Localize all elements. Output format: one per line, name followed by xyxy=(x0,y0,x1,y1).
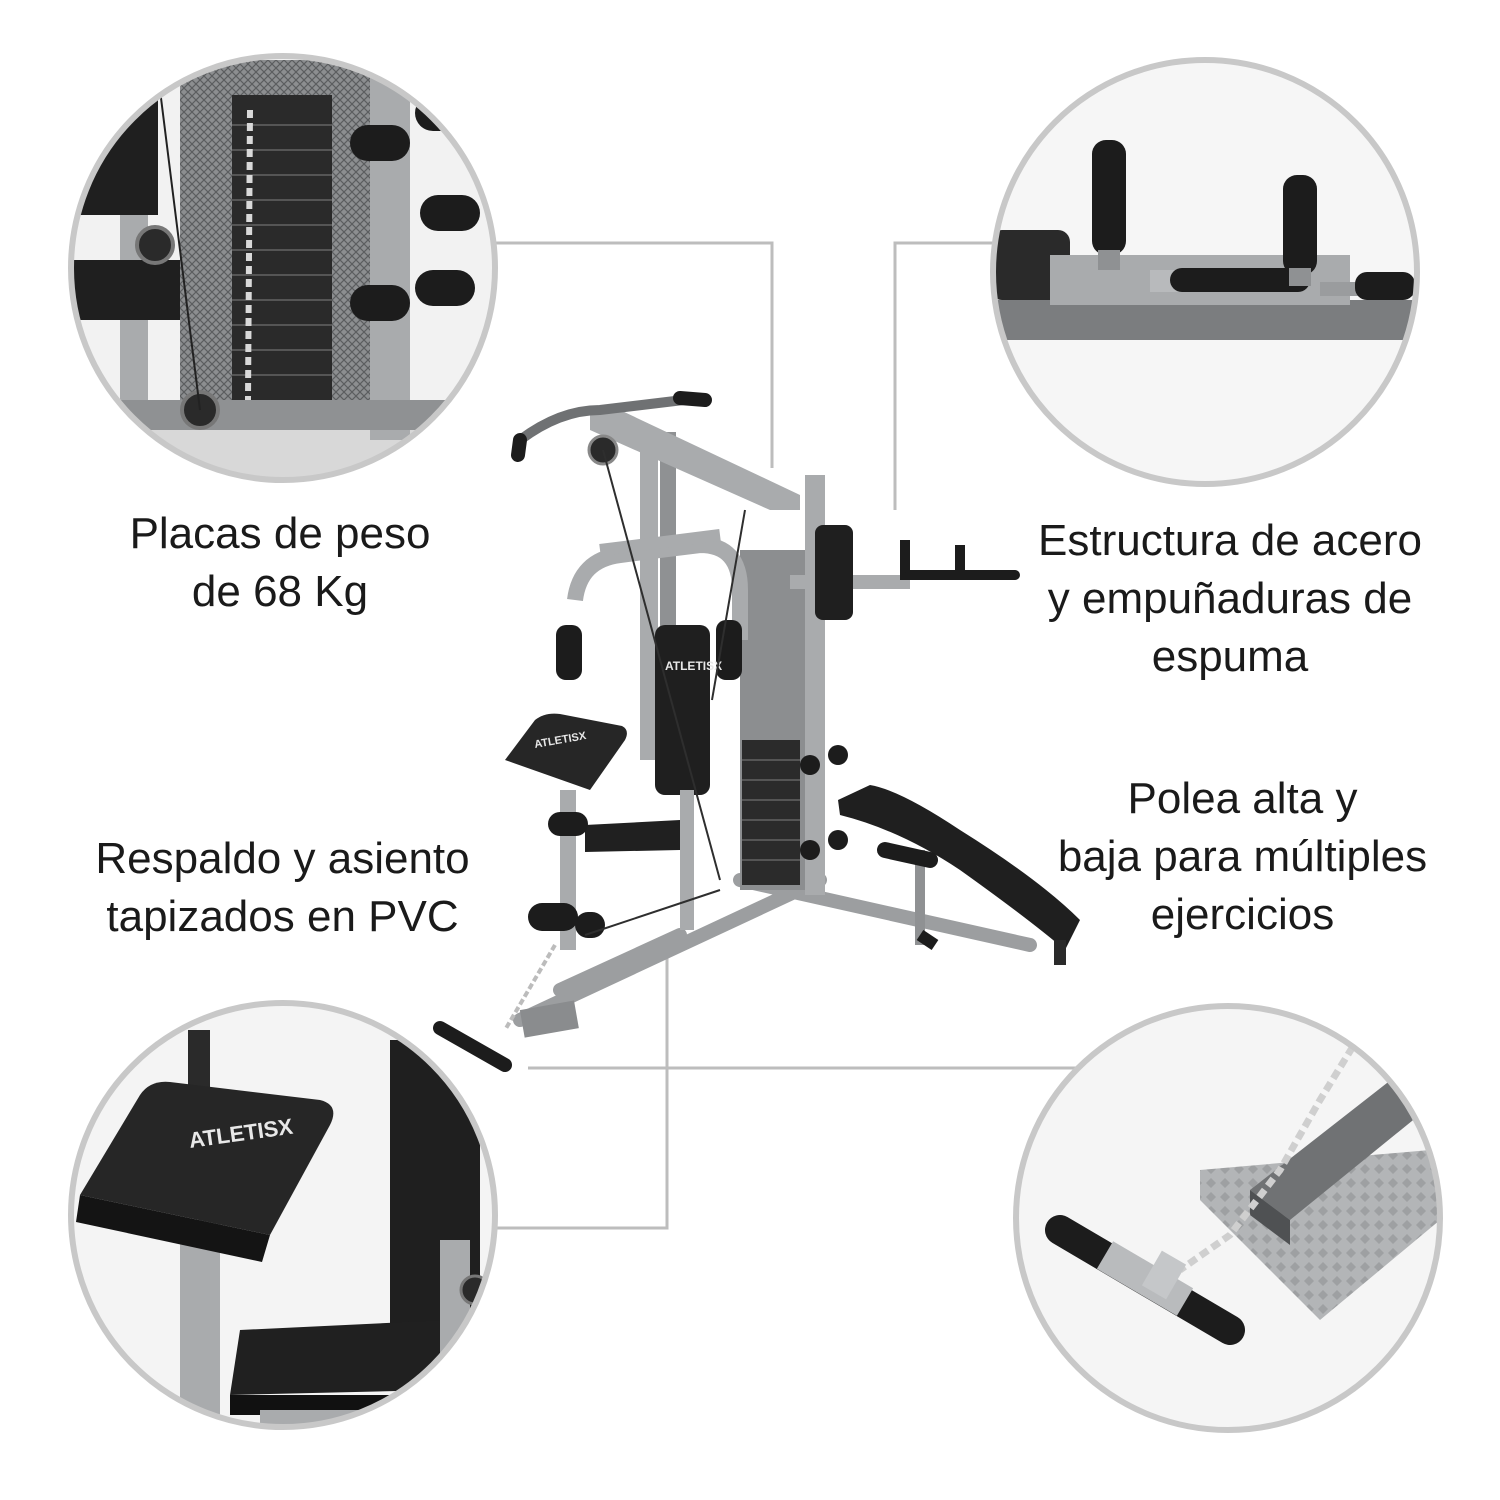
caption-upholstery: Respaldo y asiento tapizados en PVC xyxy=(60,830,505,946)
caption-steel-frame-line-3: espuma xyxy=(1151,632,1309,681)
leader-line-upholstery xyxy=(480,955,669,1230)
detail-cable-handle xyxy=(1016,1006,1440,1430)
detail-circle-weight-stack xyxy=(68,53,498,483)
caption-steel-frame-line-2: y empuñaduras de xyxy=(1047,574,1413,623)
detail-preacher-seat: ATLETISX xyxy=(71,1003,495,1427)
detail-weight-stack xyxy=(71,56,495,480)
caption-pulleys-line-1: Polea alta y xyxy=(1127,774,1358,823)
caption-steel-frame-line-1: Estructura de acero xyxy=(1038,516,1422,565)
detail-dip-handles xyxy=(993,60,1417,484)
weight-plate-stack xyxy=(232,95,332,405)
detail-circle-cable-handle xyxy=(1013,1003,1443,1433)
leader-line-steel-frame xyxy=(893,241,1000,510)
caption-upholstery-line-1: Respaldo y asiento xyxy=(95,834,470,883)
caption-steel-frame: Estructura de acero y empuñaduras de esp… xyxy=(1000,512,1460,686)
detail-circle-dip-handles xyxy=(990,57,1420,487)
caption-upholstery-line-2: tapizados en PVC xyxy=(106,892,459,941)
caption-weight-plates-line-1: Placas de peso xyxy=(129,509,431,558)
caption-pulleys-line-3: ejercicios xyxy=(1150,890,1335,939)
detail-circle-preacher-seat xyxy=(68,1000,498,1430)
brand-logo-text-center: ATLETISX xyxy=(665,659,722,673)
caption-pulleys-line-2: baja para múltiples xyxy=(1057,832,1428,881)
caption-weight-plates-line-2: de 68 Kg xyxy=(191,567,369,616)
caption-pulleys: Polea alta y baja para múltiples ejercic… xyxy=(1020,770,1465,944)
t-bar-handle xyxy=(1045,1215,1245,1345)
leader-line-weight-plates xyxy=(478,241,774,468)
leader-lines xyxy=(478,241,1080,1230)
home-gym-machine: ATLETISX ATLETISX xyxy=(433,391,1080,1072)
caption-weight-plates: Placas de peso de 68 Kg xyxy=(60,505,500,621)
